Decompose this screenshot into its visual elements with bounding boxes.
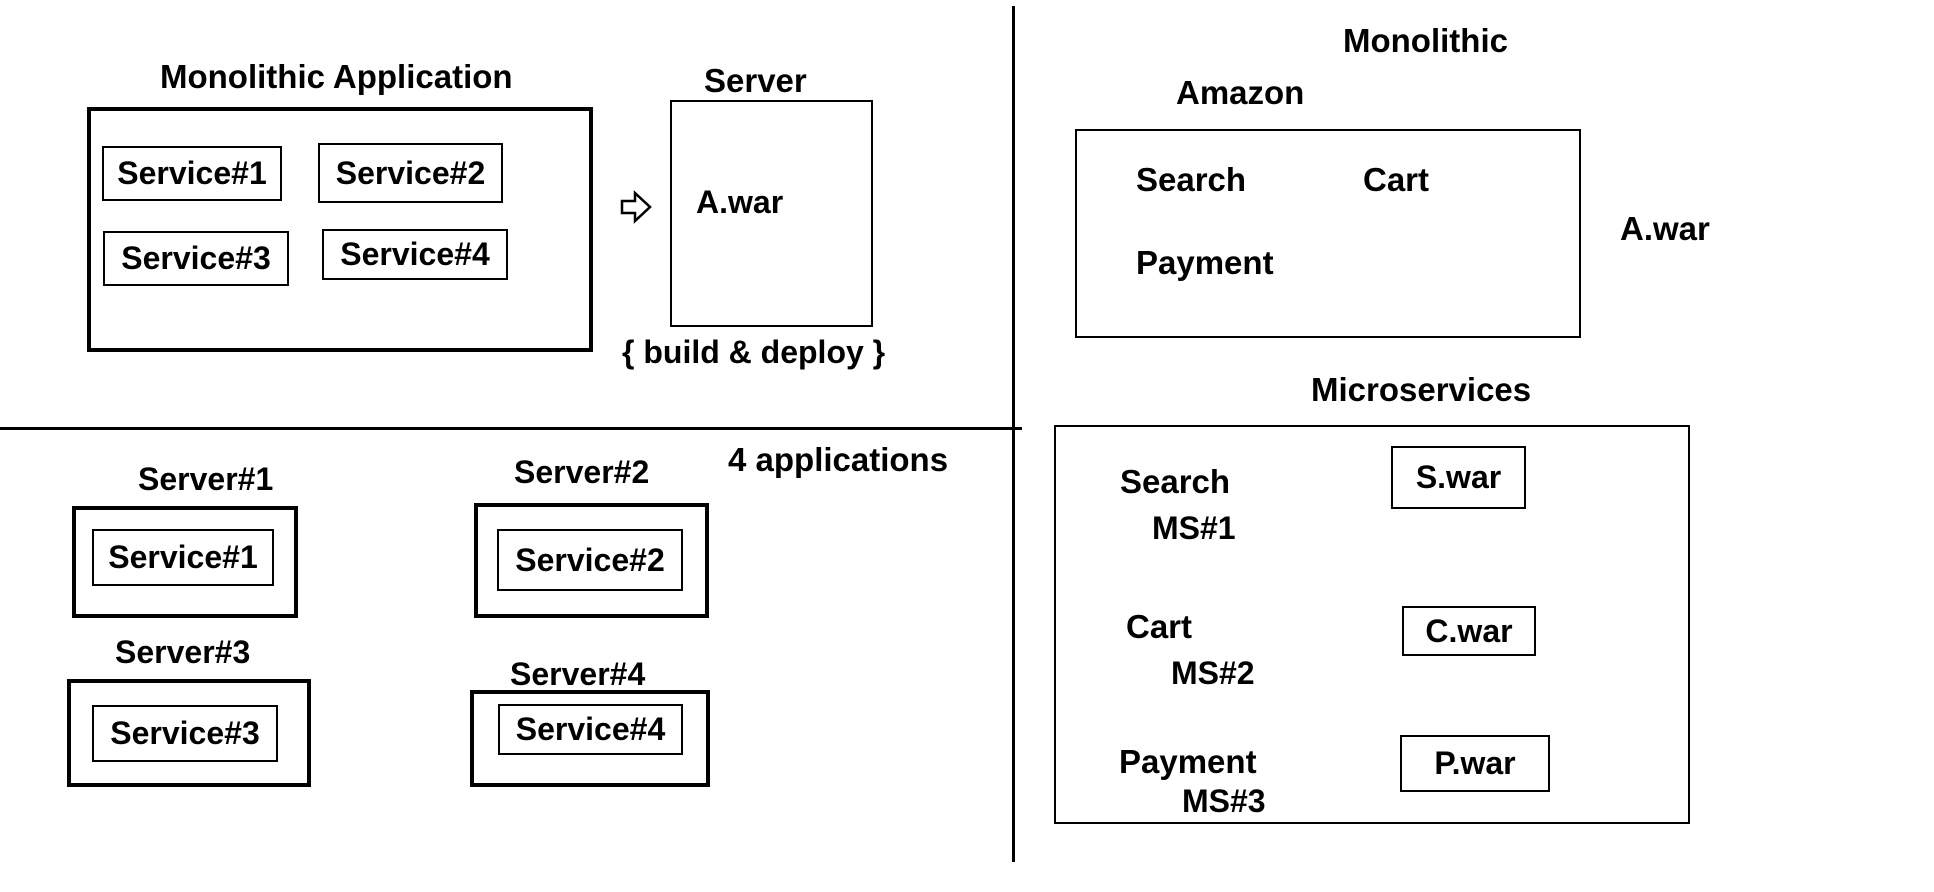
module-cart: Cart [1363,161,1430,198]
arrow-right-icon [620,190,652,224]
mono-service-4-label: Service#4 [340,236,490,272]
monolithic-application-title: Monolithic Application [160,58,513,95]
ms-payment-artifact: P.war [1400,735,1550,792]
server-3-service: Service#3 [92,705,278,762]
ms-cart-name: Cart [1126,608,1193,645]
mono-service-1: Service#1 [102,146,282,201]
server-4-service: Service#4 [498,704,683,755]
server-3-label: Server#3 [115,634,251,670]
server-2-service: Service#2 [497,529,683,591]
ms-payment-artifact-label: P.war [1434,745,1516,781]
build-deploy-caption: { build & deploy } [622,334,886,370]
microservices-heading: Microservices [1311,371,1532,408]
server-box [670,100,873,327]
server-3-box [67,679,311,787]
server-3-service-label: Service#3 [110,715,260,751]
ms-search-artifact-label: S.war [1415,459,1502,495]
ms-search-artifact: S.war [1391,446,1526,509]
module-payment: Payment [1136,244,1274,281]
server-4-service-label: Service#4 [515,711,666,747]
server-2-label: Server#2 [514,454,650,490]
mono-service-4: Service#4 [322,229,508,280]
server-2-service-label: Service#2 [515,541,665,578]
server-1-label: Server#1 [138,461,274,497]
monolith-artifact: A.war [1620,210,1710,247]
server-2-box [474,503,709,618]
server-file-label: A.war [696,184,784,220]
horizontal-divider [0,427,1022,430]
ms-search-id: MS#1 [1152,510,1236,546]
mono-service-1-label: Service#1 [117,155,267,191]
vertical-divider [1012,6,1015,862]
ms-search-name: Search [1120,463,1231,500]
mono-service-3-label: Service#3 [121,240,271,276]
server-4-label: Server#4 [510,656,646,692]
monolithic-heading: Monolithic [1343,22,1508,59]
module-search: Search [1136,161,1247,198]
ms-cart-id: MS#2 [1171,655,1255,691]
ms-cart-artifact-label: C.war [1425,612,1513,649]
microservices-box [1054,425,1690,824]
ms-payment-id: MS#3 [1182,783,1266,819]
four-applications-note: 4 applications [728,441,949,478]
mono-service-3: Service#3 [103,231,289,286]
server-1-service: Service#1 [92,529,274,586]
ms-payment-name: Payment [1119,743,1257,780]
mono-service-2: Service#2 [318,143,503,203]
server-4-box [470,690,710,787]
amazon-label: Amazon [1176,74,1305,111]
server-1-box [72,506,298,618]
ms-cart-artifact: C.war [1402,606,1536,656]
amazon-monolith-box [1075,129,1581,338]
mono-service-2-label: Service#2 [335,154,486,191]
server-1-service-label: Service#1 [108,539,258,575]
monolithic-application-box [87,107,593,352]
server-title: Server [704,62,807,99]
